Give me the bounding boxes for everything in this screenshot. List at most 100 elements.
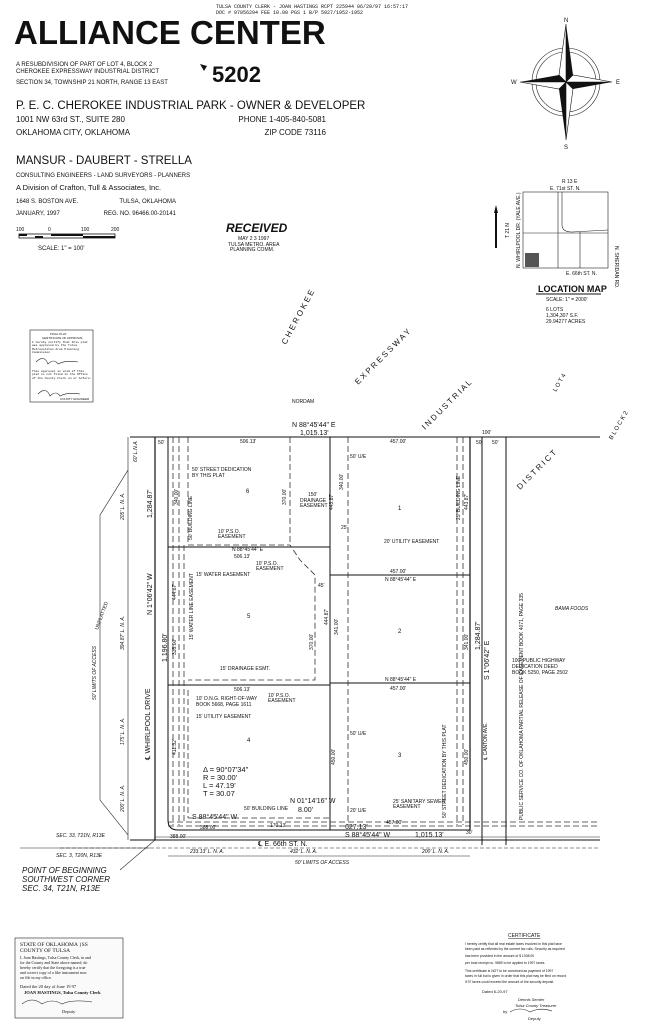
approval-certificate: FINAL PLAT CERTIFICATE OF APPROVAL I her… [29, 329, 94, 403]
easement-labels: 50' STREET DEDICATION BY THIS PLAT 50' B… [188, 454, 568, 820]
lna-labels: 60' L.N.A. 205' L. N. A. 394.87' L. N. A… [92, 440, 449, 866]
dim: 150' [308, 492, 317, 498]
easement-label: 25' BUILDING LINE [456, 475, 462, 520]
dim: 50' [476, 440, 483, 446]
dim: 50' [492, 440, 499, 446]
clerk-name: JOAN HASTINGS, Tulsa County Clerk [24, 990, 101, 995]
lot-1-number: 1 [398, 506, 402, 512]
signature [509, 1008, 553, 1013]
dim: 388.00' [170, 834, 186, 840]
easement-label: 20' UTILITY EASEMENT [384, 539, 439, 545]
compass-s: S [564, 145, 568, 151]
lna: 233.13' L. N. A. [189, 849, 224, 855]
distance-north: 1,015.13' [300, 430, 329, 437]
signature [37, 390, 81, 397]
owner-city: OKLAHOMA CITY, OKLAHOMA [16, 128, 131, 137]
bearing-west: N 1°06'42" W [146, 573, 154, 615]
owner-name: P. E. C. CHEROKEE INDUSTRIAL PARK - OWNE… [16, 100, 365, 112]
received-agency: PLANNING COMM. [230, 247, 274, 253]
subtitle-1: A RESUBDIVISION OF PART OF LOT 4, BLOCK … [16, 62, 153, 68]
easement-label: EASEMENT [268, 698, 296, 704]
bearing-interior: N 88°45'44" E [232, 547, 264, 553]
bearing-south: S 88°45'44" W [345, 831, 391, 839]
bearing-interior: N 88°45'44" E [385, 577, 417, 583]
lna: 432' L. N. A. [290, 849, 317, 855]
owner-zip: ZIP CODE 73116 [264, 128, 326, 137]
location-map-road: N. SHERIDAN RD. [613, 246, 619, 288]
distance-jog: 8.00' [298, 807, 313, 814]
engineer-services: CONSULTING ENGINEERS - LAND SURVEYORS - … [16, 173, 190, 179]
easement-label: 50' U/E [350, 731, 367, 737]
plat-title: ALLIANCE CENTER [14, 14, 326, 51]
treasurer-name: Dennis Semler [518, 997, 545, 1002]
certificate-line: been paid as reflected by the current ta… [465, 947, 565, 951]
dim: 340.00' [174, 489, 180, 505]
received-stamp: RECEIVED MAY 2 3 1997 TULSA METRO. AREA … [226, 221, 288, 253]
certificate-line: I hereby certify that all real estate ta… [465, 942, 562, 946]
dim: 370.00' [309, 634, 315, 650]
easement-label: EASEMENT [300, 503, 328, 509]
clerk-body: on file in my office. [20, 975, 52, 980]
certificate-title: CERTIFICATE [508, 933, 541, 939]
lna: 394.87' L. N. A. [120, 616, 126, 650]
label-cherokee: C H E R O K E E [280, 288, 316, 346]
clerk-county: COUNTY OF TULSA [20, 948, 70, 954]
dim: 25' [341, 525, 348, 531]
clerk-body: and correct copy of a like instrument no… [20, 970, 87, 975]
dim: 457.00' [390, 569, 406, 575]
label-block2: B L O C K 2 [609, 410, 630, 441]
engineer-division: A Division of Crafton, Tull & Associates… [16, 183, 161, 192]
location-map: R 13 E E. 71st ST. N. E. 66th ST. N. N. … [494, 179, 619, 325]
compass-w: W [511, 80, 517, 86]
point-of-beginning: SEC. 34, T21N, R13E [22, 884, 101, 893]
label-district: D I S T R I C T [515, 448, 558, 491]
location-map-title: LOCATION MAP [538, 284, 607, 294]
lot-2-number: 2 [398, 629, 402, 635]
clerk-state: STATE OF OKLAHOMA }SS [20, 942, 88, 948]
north-arrow-icon [494, 205, 498, 213]
easement-label: EASEMENT [393, 804, 421, 810]
received-title: RECEIVED [226, 221, 288, 235]
engineer-reg-no: REG. NO. 96466.00-20141 [104, 211, 177, 217]
dim: 50' [158, 440, 165, 446]
engineer-date: JANUARY, 1997 [16, 211, 60, 217]
distance-south: 1,015.13' [415, 832, 444, 839]
location-map-scale: SCALE: 1" = 2000' [546, 297, 588, 303]
easement-label: 10' O.N.G. RIGHT-OF-WAY [196, 696, 258, 702]
signature [21, 999, 93, 1005]
received-date: MAY 2 3 1997 [238, 236, 269, 242]
north-arrow-compass-icon: N S W E [511, 18, 620, 151]
certificate-line: This certificate is NOT to be construed … [465, 969, 553, 973]
easement-label: 50' STREET DEDICATION BY THIS PLAT [442, 724, 448, 818]
easement-label: 10' P.S.O. [268, 693, 290, 699]
bearing-interior: N 88°45'44" E [385, 677, 417, 683]
easement-label: 25' SANITARY SEWER [393, 799, 445, 805]
easement-label: PUBLIC SERVICE CO. OF OKLAHOMA PARTIAL R… [519, 593, 525, 820]
treasurer-deputy: Deputy [528, 1016, 541, 1021]
lna: 175' L. N. A. [120, 718, 126, 745]
label-nordam: NORDAM [292, 399, 314, 405]
distance-west: 1,196.80' [162, 633, 169, 662]
curve-data: Δ = 90°07'34" R = 30.00' L = 47.19' T = … [203, 765, 249, 798]
engineer-city: TULSA, OKLAHOMA [119, 199, 176, 205]
dim: 341.00' [334, 619, 340, 635]
plat-number: 5202 [212, 62, 261, 87]
easement-label: 50' U/E [350, 454, 367, 460]
treasurer-certificate: CERTIFICATE I hereby certify that all re… [465, 933, 566, 1021]
label-bama-foods: BAMA FOODS [555, 606, 589, 612]
bearing-north: N 88°45'44" E [292, 421, 336, 429]
easement-label: 15' WATER EASEMENT [196, 572, 250, 578]
scale-bar: 100 0 100 200 SCALE: 1" = 100' [16, 227, 120, 252]
scale-tick: 200 [111, 227, 120, 233]
easement-label: EASEMENT [218, 534, 246, 540]
lna: 60' L.N.A. [133, 440, 139, 462]
easement-label: 15' UTILITY EASEMENT [196, 714, 251, 720]
easement-label: 10' P.S.O. [218, 529, 240, 535]
clerk-dated: Dated the 20 day of June 19 97 [20, 984, 77, 989]
dim: 340.00' [339, 474, 345, 490]
recording-stamp-line2: DOC # 97056294 FEE 10.00 PGS 1 B/P 5927/… [216, 10, 363, 16]
dim: 506.13' [240, 439, 256, 445]
limits-of-access: 50' LIMITS OF ACCESS [92, 645, 98, 700]
scale-label: SCALE: 1" = 100' [38, 246, 84, 252]
